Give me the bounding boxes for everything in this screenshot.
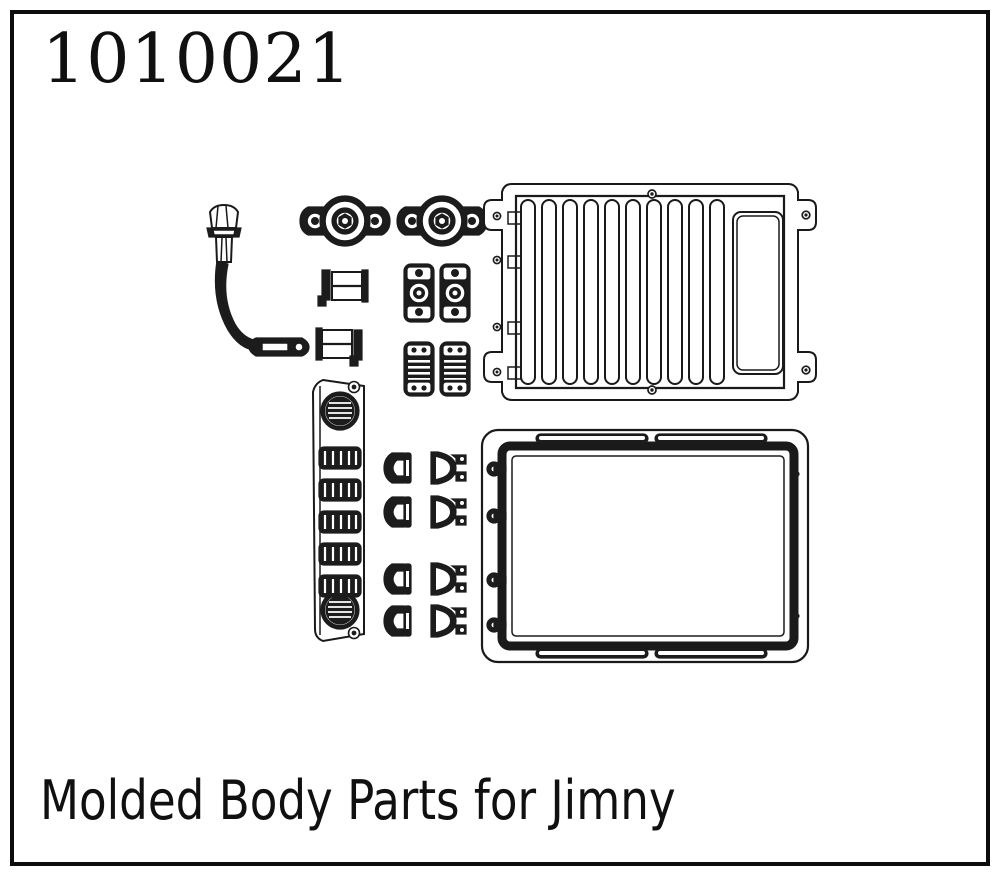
- part-louvered-vent-plate-2: [439, 341, 471, 397]
- part-l-bracket-1: [317, 269, 369, 307]
- part-front-grille: [311, 378, 365, 643]
- part-fuel-cap-mount-plate-2: [396, 195, 488, 247]
- part-hinge-plate-1: [403, 263, 435, 323]
- part-d-mirror-bracket-3: [430, 562, 467, 596]
- part-d-mirror-bracket-4: [430, 604, 467, 638]
- part-c-clip-bracket-4: [383, 605, 412, 637]
- part-c-clip-bracket-1: [383, 452, 412, 484]
- part-fuel-cap-mount-plate-1: [299, 195, 391, 247]
- part-windshield-frame: [480, 428, 810, 664]
- part-l-bracket-2: [315, 327, 363, 367]
- part-c-clip-bracket-3: [383, 563, 412, 595]
- part-d-mirror-bracket-2: [430, 495, 467, 529]
- part-number: 1010021: [42, 20, 352, 99]
- part-c-clip-bracket-2: [383, 496, 412, 528]
- part-snorkel-air-intake-pipe: [206, 203, 310, 357]
- part-d-mirror-bracket-1: [430, 451, 467, 485]
- part-hinge-plate-2: [439, 263, 471, 323]
- part-louvered-vent-plate-1: [403, 341, 435, 397]
- diagram-caption: Molded Body Parts for Jimny: [40, 769, 676, 832]
- part-hood-panel: [483, 183, 817, 401]
